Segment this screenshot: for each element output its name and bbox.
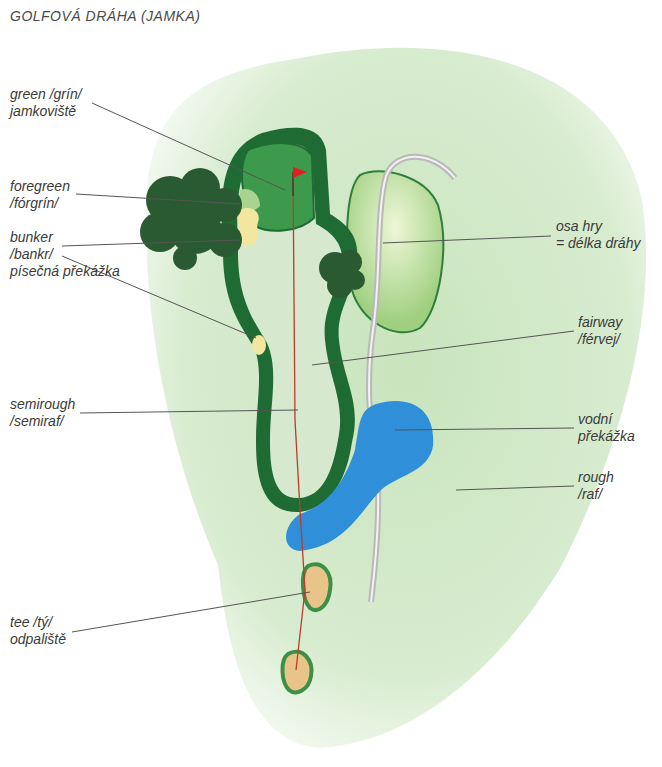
part-label: semirough [10, 396, 75, 413]
part-label: odpaliště [10, 631, 66, 648]
part-label: vodní [578, 411, 612, 428]
part-label: fairway [578, 314, 622, 331]
diagram-title: GOLFOVÁ DRÁHA (JAMKA) [10, 8, 200, 25]
part-label: foregreen [10, 178, 70, 195]
part-label: /bankr/ [10, 246, 53, 263]
part-label: /fórgrín/ [10, 195, 58, 212]
part-label: písečná překážka [10, 263, 120, 280]
part-label: jamkoviště [10, 103, 76, 120]
part-label: = délka dráhy [556, 235, 640, 252]
part-label: bunker [10, 229, 53, 246]
part-label: tee /tý/ [10, 614, 52, 631]
part-label: osa hry [556, 218, 602, 235]
part-label: /semiraf/ [10, 413, 64, 430]
part-label: green /grín/ [10, 86, 82, 103]
part-label: rough [578, 469, 614, 486]
part-label: /raf/ [578, 486, 602, 503]
part-label: /férvej/ [578, 331, 620, 348]
part-label: překážka [578, 428, 635, 445]
